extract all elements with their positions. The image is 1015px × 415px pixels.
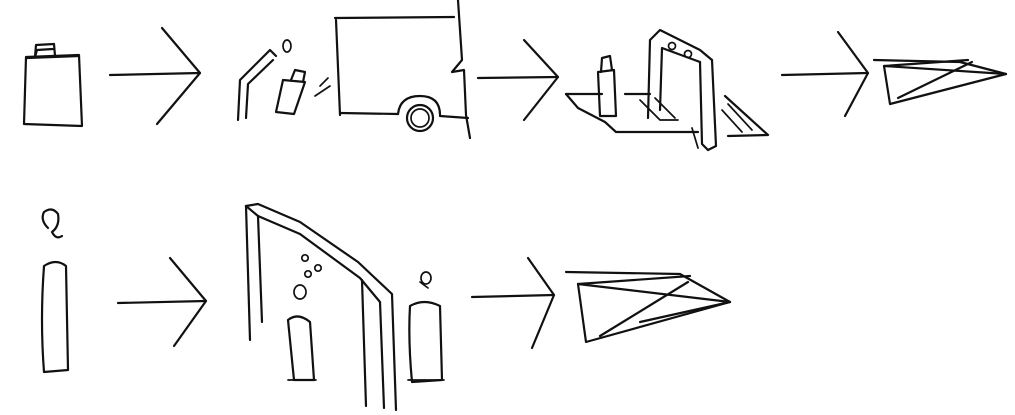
- paper-airplane-icon: [566, 272, 730, 342]
- passenger-icon: [408, 272, 444, 382]
- arrow-right-icon: [478, 40, 558, 120]
- arrow-right-icon: [472, 258, 554, 348]
- baggage-handler-truck-icon: [238, 0, 470, 138]
- baggage-scanner-icon: [566, 30, 768, 150]
- paper-airplane-icon: [874, 60, 1006, 104]
- shopping-bag-icon: [24, 44, 82, 126]
- arrow-right-icon: [782, 32, 868, 116]
- arrow-right-icon: [118, 258, 206, 346]
- arrow-right-icon: [110, 28, 200, 124]
- security-gate-icon: [246, 204, 396, 410]
- standing-person-icon: [42, 209, 68, 372]
